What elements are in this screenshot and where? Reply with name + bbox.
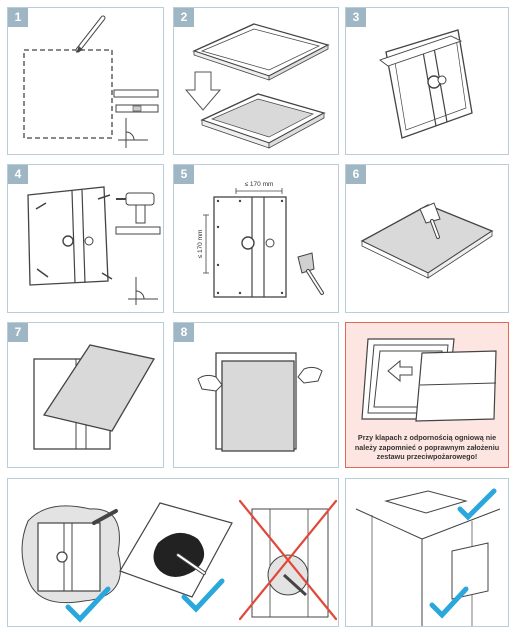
square-angle-icon xyxy=(128,277,158,305)
hand-icon xyxy=(197,366,323,392)
screw-spacing-illustration: ≤ 170 mm ≤ 170 mm xyxy=(197,181,324,298)
spatula-icon xyxy=(297,252,324,295)
step-8-panel: 8 xyxy=(173,322,339,468)
checkmark-icon xyxy=(429,488,497,619)
step-6-panel: 6 xyxy=(345,164,509,313)
step-number-badge: 5 xyxy=(174,165,194,184)
square-angle-icon xyxy=(118,118,148,148)
sealing-examples-illustration xyxy=(21,499,338,623)
dimension-horizontal-label: ≤ 170 mm xyxy=(245,181,274,188)
arrow-down-icon xyxy=(184,71,222,111)
warning-panel: Przy klapach z odpornością ogniową nie n… xyxy=(345,322,509,468)
spatula-icon xyxy=(419,202,441,239)
step-1-panel: 1 xyxy=(7,7,164,155)
step-number-badge: 8 xyxy=(174,323,194,342)
pencil-icon xyxy=(75,15,106,53)
step-5-panel: 5 ≤ 170 mm ≤ 170 mm xyxy=(173,164,339,313)
drill-icon xyxy=(116,192,155,224)
filling-joints-illustration xyxy=(360,202,494,279)
step-2-panel: 2 xyxy=(173,7,339,155)
fasten-frame-illustration xyxy=(27,186,161,305)
step-number-badge: 4 xyxy=(8,165,28,184)
open-hatch-illustration xyxy=(33,344,156,450)
insert-frame-illustration xyxy=(379,29,473,139)
step-number-badge: 6 xyxy=(346,165,366,184)
step-number-badge: 3 xyxy=(346,8,366,27)
cross-icon xyxy=(238,499,338,621)
correct-incorrect-panel xyxy=(7,478,339,627)
step-4-panel: 4 xyxy=(7,164,164,313)
dimension-vertical-label: ≤ 170 mm xyxy=(197,230,204,259)
checkmark-icon xyxy=(181,578,225,613)
ceiling-wall-example-panel xyxy=(345,478,509,627)
installed-hatches-illustration xyxy=(355,488,501,626)
step-number-badge: 7 xyxy=(8,323,28,342)
step-number-badge: 1 xyxy=(8,8,28,27)
mark-opening-illustration xyxy=(23,15,159,148)
fire-kit-illustration xyxy=(361,338,497,422)
step-7-panel: 7 xyxy=(7,322,164,468)
level-tool-icon xyxy=(113,89,159,113)
fire-protection-warning-text: Przy klapach z odpornością ogniową nie n… xyxy=(354,433,500,461)
close-hatch-illustration xyxy=(197,352,323,452)
step-number-badge: 2 xyxy=(174,8,194,27)
arrow-left-icon xyxy=(387,359,413,383)
checkmark-icon xyxy=(65,586,111,623)
frame-and-panel-illustration xyxy=(184,23,330,149)
step-3-panel: 3 xyxy=(345,7,509,155)
